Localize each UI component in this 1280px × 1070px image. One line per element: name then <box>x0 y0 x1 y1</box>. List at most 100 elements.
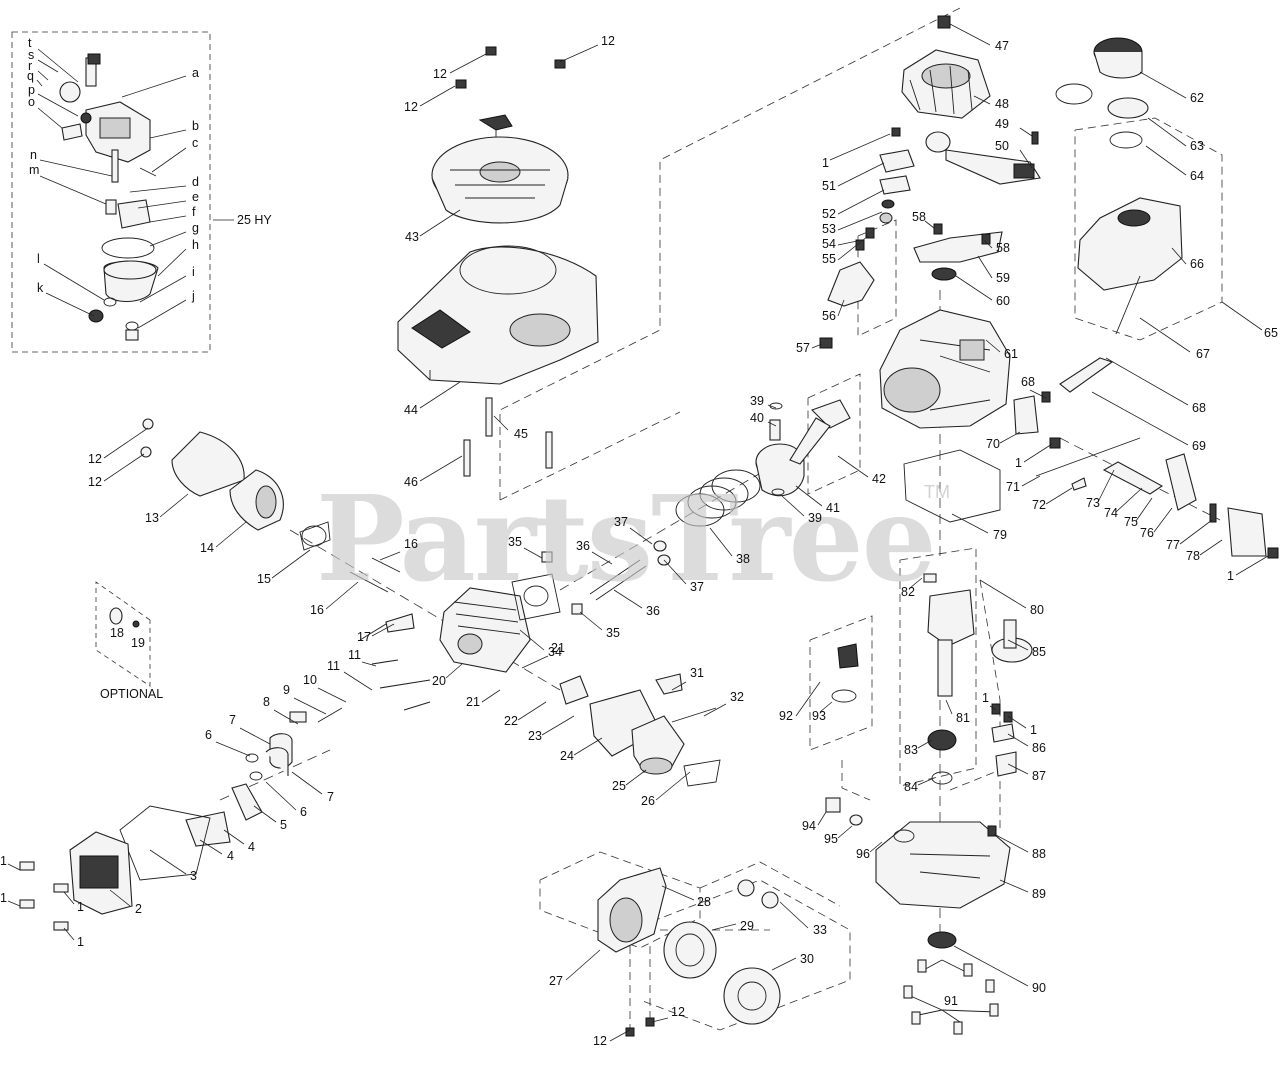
callout-44: 44 <box>404 403 418 417</box>
leader-line <box>493 415 509 431</box>
leader-line <box>109 889 131 907</box>
callout-17: 17 <box>357 630 371 644</box>
leader-line <box>103 427 149 459</box>
callout-1: 1 <box>77 935 84 949</box>
leader-line <box>121 75 187 98</box>
ignition-coil <box>879 127 1041 224</box>
leader-line <box>817 811 827 826</box>
callout-94: 94 <box>802 819 816 833</box>
callout-84: 84 <box>904 780 918 794</box>
callout-78: 78 <box>1186 549 1200 563</box>
leader-line <box>1115 487 1143 513</box>
leader-line <box>983 239 993 249</box>
leader-line <box>829 133 891 161</box>
leader-line <box>1171 247 1187 265</box>
leader-line <box>1235 555 1269 576</box>
leader-line <box>837 299 845 317</box>
callout-58: 58 <box>996 241 1010 255</box>
callout-75: 75 <box>1124 515 1138 529</box>
callout-83: 83 <box>904 743 918 757</box>
valve-train-and-muffler <box>19 707 343 931</box>
leader-line <box>945 699 953 715</box>
callout-76: 76 <box>1140 526 1154 540</box>
leader-line <box>39 159 113 177</box>
leader-line <box>63 891 75 905</box>
piston-assembly <box>463 397 851 615</box>
leader-line <box>1091 391 1189 446</box>
callout-q: q <box>27 69 34 83</box>
callout-22: 22 <box>504 714 518 728</box>
callout-4: 4 <box>227 849 234 863</box>
callout-40: 40 <box>750 411 764 425</box>
callout-9: 9 <box>283 683 290 697</box>
leader-line <box>1045 487 1073 505</box>
leader-line <box>979 579 1027 609</box>
leader-line <box>767 421 777 427</box>
watermark-text: PartsTree <box>316 469 935 608</box>
callout-49: 49 <box>995 117 1009 131</box>
callout-16: 16 <box>310 603 324 617</box>
callout-12: 12 <box>593 1034 607 1048</box>
callout-36: 36 <box>576 539 590 553</box>
callout-1: 1 <box>1227 569 1234 583</box>
leader-line <box>709 527 733 557</box>
governor-linkage <box>819 223 1003 349</box>
intake-and-carburetor <box>559 673 721 787</box>
callout-65: 65 <box>1264 326 1278 340</box>
leader-line <box>837 162 885 187</box>
leader-line <box>37 70 49 81</box>
leader-line <box>449 53 487 74</box>
callout-1: 1 <box>982 691 989 705</box>
callout-50: 50 <box>995 139 1009 153</box>
callout-8: 8 <box>263 695 270 709</box>
callout-5: 5 <box>280 818 287 832</box>
callout-t: t <box>28 36 32 50</box>
callout-39: 39 <box>750 394 764 408</box>
callout-89: 89 <box>1032 887 1046 901</box>
optional-label: OPTIONAL <box>100 687 163 701</box>
leader-line <box>1019 149 1033 169</box>
callout-56: 56 <box>822 309 836 323</box>
callout-18: 18 <box>110 626 124 640</box>
fuel-tank <box>1055 37 1183 393</box>
callout-69: 69 <box>1192 439 1206 453</box>
callout-85: 85 <box>1032 645 1046 659</box>
leader-line <box>103 453 145 482</box>
callout-1: 1 <box>822 156 829 170</box>
leader-line <box>239 727 271 745</box>
leader-line <box>273 709 299 725</box>
callout-1: 1 <box>1030 723 1037 737</box>
leader-line <box>663 559 687 585</box>
callout-91: 91 <box>944 994 958 1008</box>
recoil-starter-parts <box>431 46 569 224</box>
optional-parts <box>109 607 140 628</box>
leader-line <box>1221 301 1263 331</box>
leader-line <box>711 923 737 931</box>
callout-c: c <box>192 136 198 150</box>
leader-line <box>1199 539 1223 556</box>
callout-33: 33 <box>813 923 827 937</box>
leader-line <box>917 739 933 749</box>
leader-line <box>1179 519 1213 545</box>
callout-11: 11 <box>327 659 340 673</box>
callout-k: k <box>37 281 44 295</box>
callout-30: 30 <box>800 952 814 966</box>
leader-line <box>7 863 21 871</box>
leader-line <box>149 215 187 223</box>
leader-line <box>909 577 923 589</box>
callout-27: 27 <box>549 974 563 988</box>
callout-16: 16 <box>404 537 418 551</box>
callout-79: 79 <box>993 528 1007 542</box>
leader-line <box>1153 507 1173 533</box>
leader-line <box>613 589 643 609</box>
leader-line <box>445 663 463 679</box>
callout-l: l <box>37 252 40 266</box>
callout-80: 80 <box>1030 603 1044 617</box>
callout-24: 24 <box>560 749 574 763</box>
leader-line <box>43 263 105 301</box>
callout-n: n <box>30 148 37 162</box>
callout-81: 81 <box>956 711 970 725</box>
leader-line <box>1135 497 1153 522</box>
callout-90: 90 <box>1032 981 1046 995</box>
